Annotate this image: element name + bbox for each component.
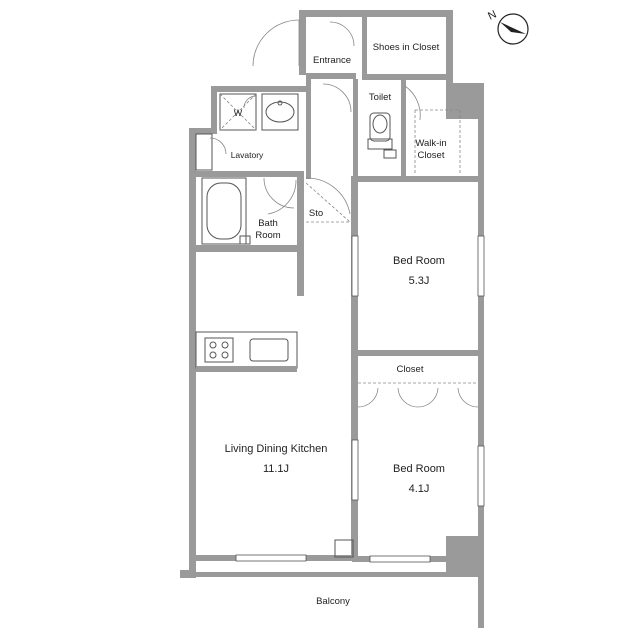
interior-walls bbox=[195, 79, 478, 558]
label-toilet: Toilet bbox=[369, 92, 392, 103]
doors bbox=[209, 19, 479, 408]
label-bedroom-2: Bed Room bbox=[393, 463, 445, 475]
label-balcony: Balcony bbox=[316, 596, 350, 607]
label-ldk: Living Dining Kitchen bbox=[225, 443, 328, 455]
label-bath-1: Bath bbox=[258, 218, 278, 229]
label-bedroom-1: Bed Room bbox=[393, 255, 445, 267]
outer-walls bbox=[180, 10, 484, 628]
north-label: N bbox=[486, 8, 498, 22]
label-walkin-closet-1: Walk-in bbox=[415, 138, 446, 149]
north-arrow-icon: N bbox=[486, 8, 529, 45]
windows bbox=[235, 235, 485, 563]
label-closet: Closet bbox=[397, 364, 424, 375]
label-washer: W bbox=[234, 108, 243, 118]
label-entrance: Entrance bbox=[313, 55, 351, 66]
label-bath-2: Room bbox=[255, 230, 280, 241]
room-labels: Shoes in Closet Entrance Toilet Walk-in … bbox=[225, 42, 447, 607]
label-lavatory: Lavatory bbox=[231, 150, 264, 160]
label-bedroom-2-size: 4.1J bbox=[409, 483, 430, 495]
label-bedroom-1-size: 5.3J bbox=[409, 275, 430, 287]
label-ldk-size: 11.1J bbox=[263, 463, 289, 475]
label-walkin-closet-2: Closet bbox=[418, 150, 445, 161]
label-shoes-closet: Shoes in Closet bbox=[373, 42, 440, 53]
label-storage: Sto bbox=[309, 208, 323, 219]
fixtures bbox=[195, 93, 478, 384]
